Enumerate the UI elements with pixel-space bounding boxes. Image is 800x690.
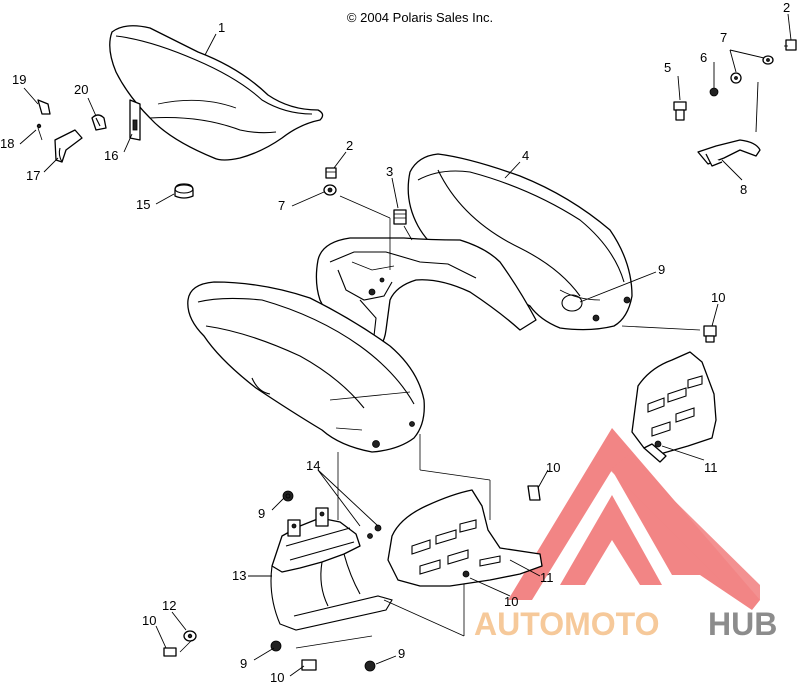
callout-16: 16 xyxy=(104,148,118,163)
callout-2: 2 xyxy=(783,0,790,15)
callout-7: 7 xyxy=(720,30,727,45)
callout-1: 1 xyxy=(218,20,225,35)
callout-9: 9 xyxy=(398,646,405,661)
assembly-lines xyxy=(179,195,701,653)
bracket-part-8 xyxy=(697,139,761,167)
callout-3: 3 xyxy=(386,164,393,179)
skid-plate-lower xyxy=(387,489,543,587)
callout-10: 10 xyxy=(711,290,725,305)
bracket-frame-13 xyxy=(270,507,393,631)
callout-11: 11 xyxy=(540,570,554,585)
callout-15: 15 xyxy=(136,197,150,212)
callout-14: 14 xyxy=(306,458,320,473)
callout-2: 2 xyxy=(346,138,353,153)
callout-9: 9 xyxy=(658,262,665,277)
callout-6: 6 xyxy=(700,50,707,65)
callout-9: 9 xyxy=(240,656,247,671)
skid-plate-upper xyxy=(631,351,717,463)
watermark-text-primary: AUTOMOTO xyxy=(474,606,659,642)
latch-hardware xyxy=(36,99,107,163)
callout-18: 18 xyxy=(0,136,14,151)
seat-part xyxy=(109,25,324,161)
grommet-part-15 xyxy=(174,183,194,199)
watermark-triangle-inner xyxy=(560,495,662,585)
callout-17: 17 xyxy=(26,168,40,183)
callout-8: 8 xyxy=(740,182,747,197)
callout-11: 11 xyxy=(704,460,718,475)
left-fender-part xyxy=(187,281,425,453)
fasteners xyxy=(163,39,797,672)
callout-7: 7 xyxy=(278,198,285,213)
callout-10: 10 xyxy=(546,460,560,475)
callout-12: 12 xyxy=(162,598,176,613)
callout-10: 10 xyxy=(142,613,156,628)
callout-13: 13 xyxy=(232,568,246,583)
watermark-logo xyxy=(508,428,760,610)
callout-19: 19 xyxy=(12,72,26,87)
callout-10: 10 xyxy=(504,594,518,609)
copyright-text: © 2004 Polaris Sales Inc. xyxy=(347,10,493,25)
watermark-text-secondary: HUB xyxy=(708,606,777,642)
leader-lines xyxy=(19,13,792,677)
center-frame-part xyxy=(315,209,537,353)
callout-20: 20 xyxy=(74,82,88,97)
watermark-text: AUTOMOTO HUB xyxy=(474,606,777,642)
watermark-triangle-outer xyxy=(508,428,760,610)
callout-10: 10 xyxy=(270,670,284,685)
callout-9: 9 xyxy=(258,506,265,521)
callout-4: 4 xyxy=(522,148,529,163)
watermark-triangle-base xyxy=(610,455,760,600)
callout-5: 5 xyxy=(664,60,671,75)
